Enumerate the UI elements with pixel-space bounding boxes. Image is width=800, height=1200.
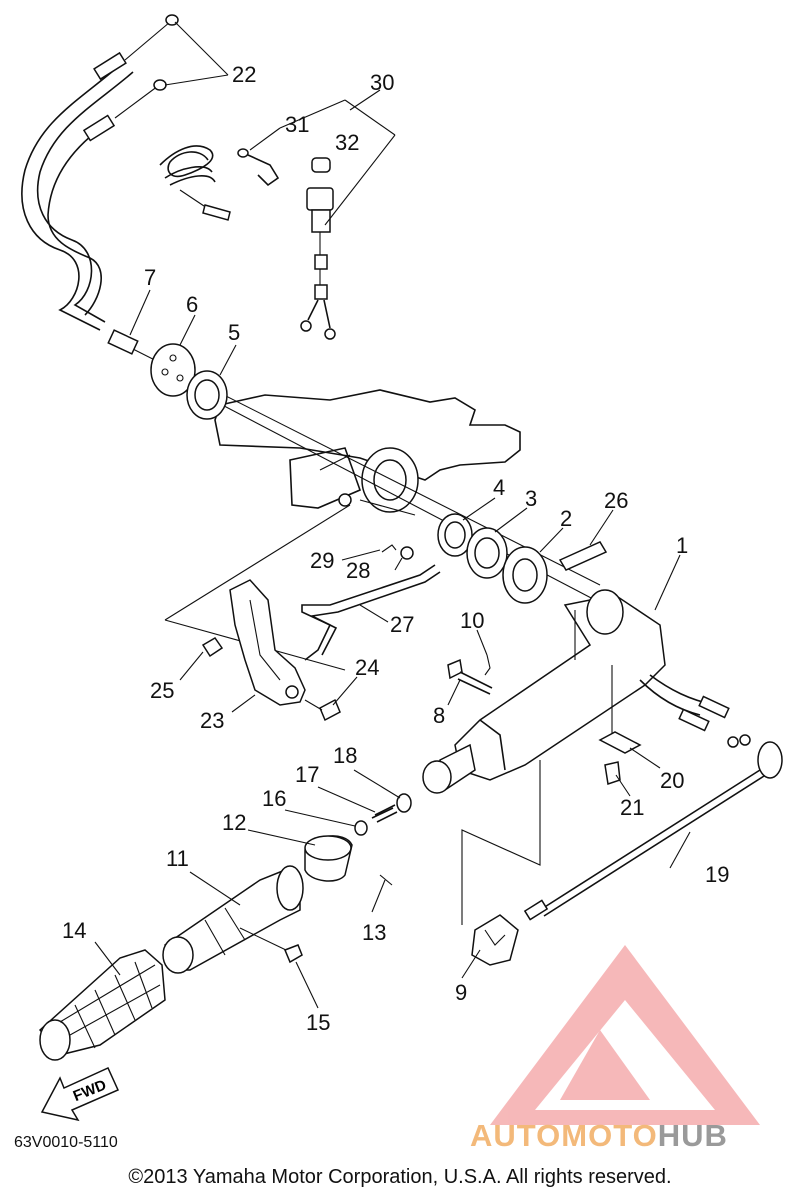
leader-lines xyxy=(94,21,691,1009)
part-label: 19 xyxy=(705,862,729,887)
drawing-code: 63V0010-5110 xyxy=(14,1134,118,1151)
part-label: 22 xyxy=(232,62,256,87)
part-label: 9 xyxy=(455,980,467,1005)
part-label: 1 xyxy=(676,533,688,558)
part-label: 2 xyxy=(560,506,572,531)
throttle-cables xyxy=(21,14,179,331)
part-label: 21 xyxy=(620,795,644,820)
part-label: 23 xyxy=(200,708,224,733)
brand-part-1: AUTOMOTO xyxy=(470,1118,658,1153)
clamp-9 xyxy=(471,914,519,966)
parts-7-6-5 xyxy=(107,329,228,420)
swivel-bracket xyxy=(214,389,521,516)
part-label: 10 xyxy=(460,608,484,633)
part-label: 4 xyxy=(493,475,505,500)
plate-20 xyxy=(598,731,642,785)
washers-4-3-2 xyxy=(437,513,608,604)
cable-end-22b xyxy=(153,79,167,91)
part-label: 15 xyxy=(306,1010,330,1035)
part-label: 26 xyxy=(604,488,628,513)
collar-12 xyxy=(304,835,393,886)
watermark-brand: AUTOMOTOHUB xyxy=(470,1118,728,1154)
link-rod-27 xyxy=(301,544,441,661)
part-label: 31 xyxy=(285,112,309,137)
part-label: 6 xyxy=(186,292,198,317)
part-label: 12 xyxy=(222,810,246,835)
part-label: 25 xyxy=(150,678,174,703)
part-label: 18 xyxy=(333,743,357,768)
part-label: 32 xyxy=(335,130,359,155)
small-parts-18-17-16 xyxy=(354,793,412,836)
part-label: 16 xyxy=(262,786,286,811)
steering-handle-1 xyxy=(422,589,751,794)
part-label: 7 xyxy=(144,265,156,290)
watermark-logo xyxy=(490,945,760,1125)
part-label: 8 xyxy=(433,703,445,728)
part-labels: 22 30 31 32 7 6 5 4 3 2 26 1 29 28 27 10… xyxy=(62,62,729,1035)
part-label: 27 xyxy=(390,612,414,637)
part-label: 30 xyxy=(370,70,394,95)
friction-lever-23 xyxy=(201,579,341,722)
fwd-arrow-icon: FWD xyxy=(40,1067,119,1122)
brand-part-2: HUB xyxy=(657,1118,728,1153)
part-label: 5 xyxy=(228,320,240,345)
part-label: 3 xyxy=(525,486,537,511)
stop-switch-group xyxy=(159,145,336,340)
part-label: 11 xyxy=(166,846,189,871)
part-label: 14 xyxy=(62,918,86,943)
clip-25 xyxy=(201,637,224,658)
part-label: 29 xyxy=(310,548,334,573)
part-label: 20 xyxy=(660,768,684,793)
part-label: 28 xyxy=(346,558,370,583)
part-label: 13 xyxy=(362,920,386,945)
bolt-8 xyxy=(447,654,493,695)
part-label: 24 xyxy=(355,655,379,680)
label-plate-26 xyxy=(558,541,608,571)
throttle-grip-11 xyxy=(162,865,304,974)
part-label: 17 xyxy=(295,762,319,787)
grip-cover-14 xyxy=(38,949,166,1061)
vertical-lines xyxy=(461,610,613,925)
cable-19 xyxy=(523,741,783,921)
copyright-notice: ©2013 Yamaha Motor Corporation, U.S.A. A… xyxy=(128,1166,672,1188)
switch-cap-32 xyxy=(311,157,331,173)
